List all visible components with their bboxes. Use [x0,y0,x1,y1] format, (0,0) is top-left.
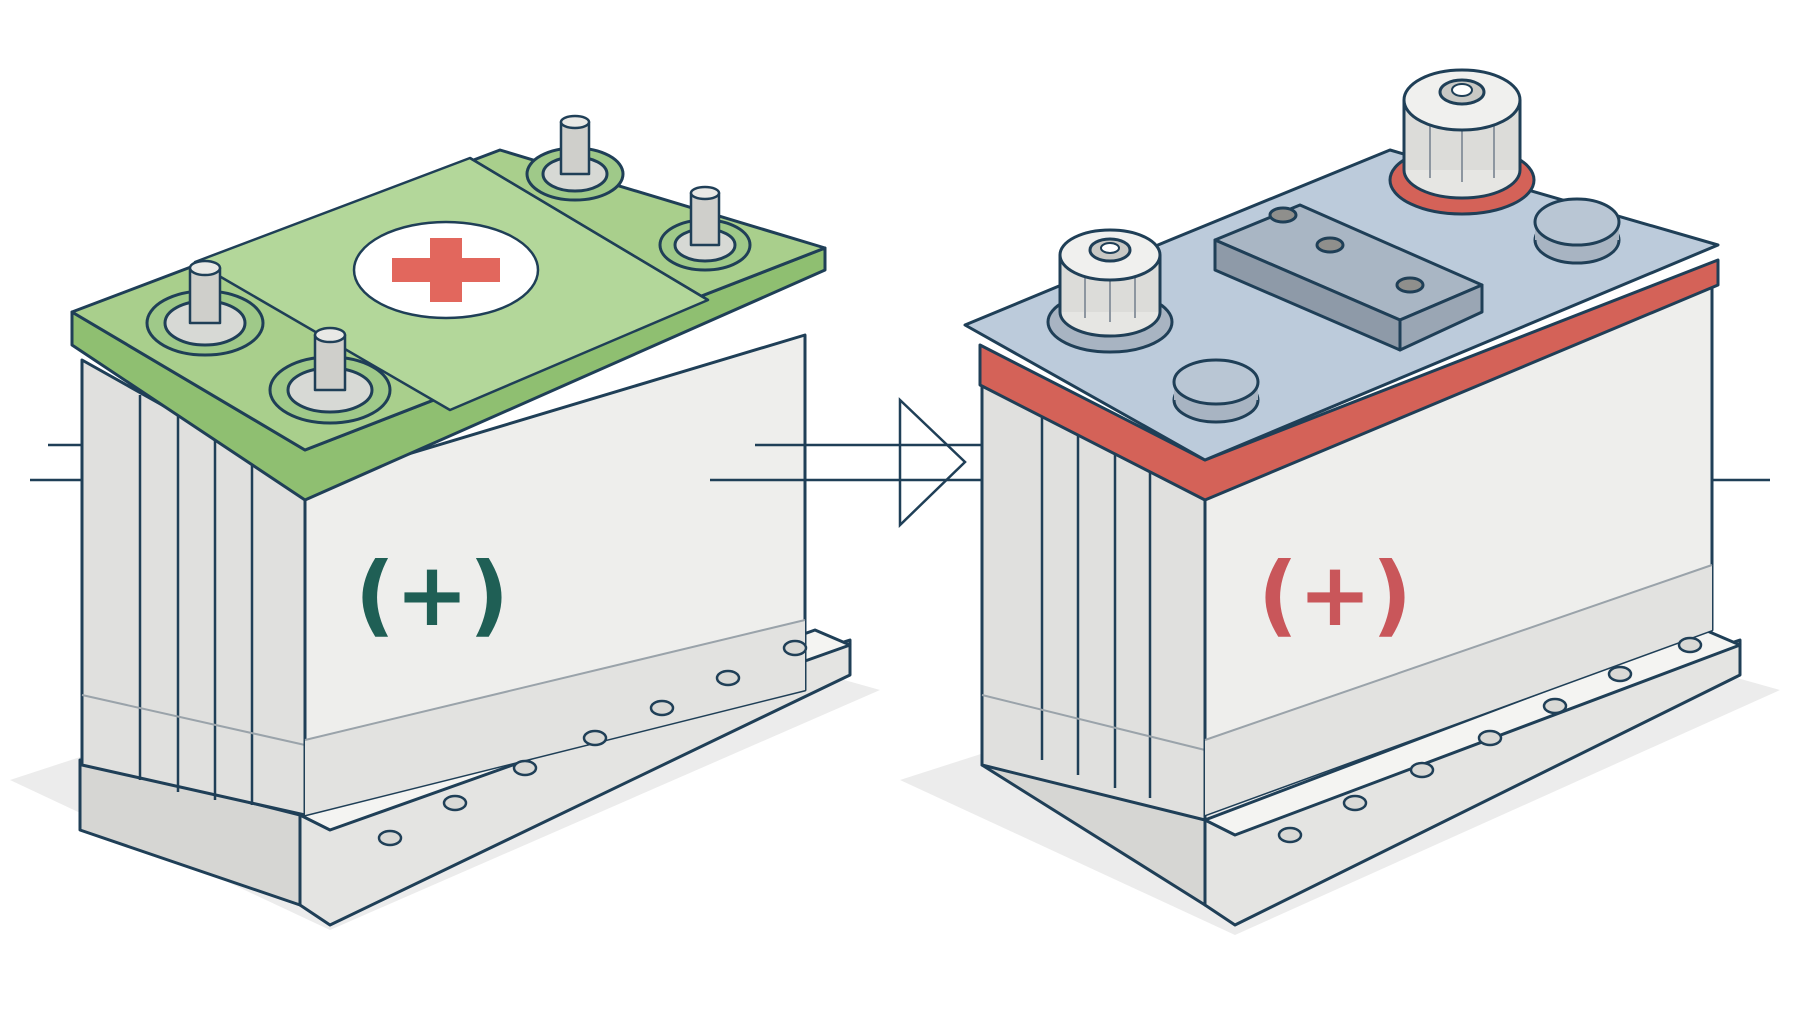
left-cross-badge-icon [352,220,540,320]
right-vent-cap-2 [1172,358,1260,424]
right-battery-label: (+) [1258,543,1412,646]
right-case-front-lower [1205,565,1712,815]
left-terminal-post-2 [268,326,392,425]
right-battery [900,68,1780,935]
right-base-rivets [1277,636,1703,844]
right-terminal-negative [1046,228,1174,354]
left-terminal-post-1 [145,259,265,357]
right-connector-strap [1213,203,1484,352]
left-battery [10,114,880,930]
left-case-front-lower [305,620,805,815]
left-terminal-post-4 [658,185,752,272]
left-base-rivets [377,639,808,847]
left-battery-label: (+) [355,543,509,646]
right-vent-cap-1 [1533,197,1621,265]
left-side-lines [30,443,82,482]
right-terminal-positive [1388,68,1536,216]
left-terminal-post-3 [525,114,625,202]
